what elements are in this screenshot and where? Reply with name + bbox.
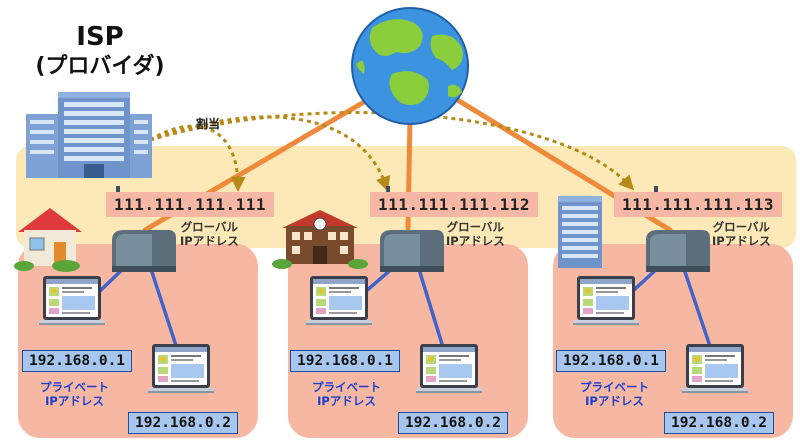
pc2-ip-3: 192.168.0.2 [664,412,775,434]
laptop-icon [306,276,372,325]
global-ip-2: 111.111.111.112 [370,192,538,217]
isp-title-line1: ISP [76,22,124,52]
global-ip-label-3: グローバル IPアドレス [712,220,771,248]
laptop-icon [416,344,482,393]
office-building-icon [558,196,602,268]
pc1-ip-2: 192.168.0.1 [290,350,401,372]
pc1-ip-3: 192.168.0.1 [556,350,667,372]
private-ip-label-3: プライベート IPアドレス [580,380,649,408]
global-ip-3: 111.111.111.113 [614,192,782,217]
global-ip-label-1: グローバル IPアドレス [180,220,239,248]
global-ip-label-2: グローバル IPアドレス [446,220,505,248]
laptop-icon [39,276,105,325]
laptop-icon [573,276,639,325]
allocation-label: 割当 [196,117,221,131]
pc1-ip-1: 192.168.0.1 [22,350,133,372]
laptop-icon [148,344,214,393]
private-ip-label-1: プライベート IPアドレス [40,380,109,408]
lan-panel-3 [553,244,793,438]
isp-title-line2: (プロバイダ) [35,54,165,79]
lan-panel-1 [18,244,258,438]
isp-building-icon [26,92,152,178]
global-ip-1: 111.111.111.111 [106,192,274,217]
house-icon [14,208,82,272]
laptop-icon [682,344,748,393]
isp-title: ISP (プロバイダ) [20,22,180,82]
pc2-ip-1: 192.168.0.2 [128,412,239,434]
private-ip-label-2: プライベート IPアドレス [312,380,381,408]
globe-icon [351,7,469,125]
pc2-ip-2: 192.168.0.2 [398,412,509,434]
school-icon [272,210,368,269]
lan-panel-2 [288,244,528,438]
